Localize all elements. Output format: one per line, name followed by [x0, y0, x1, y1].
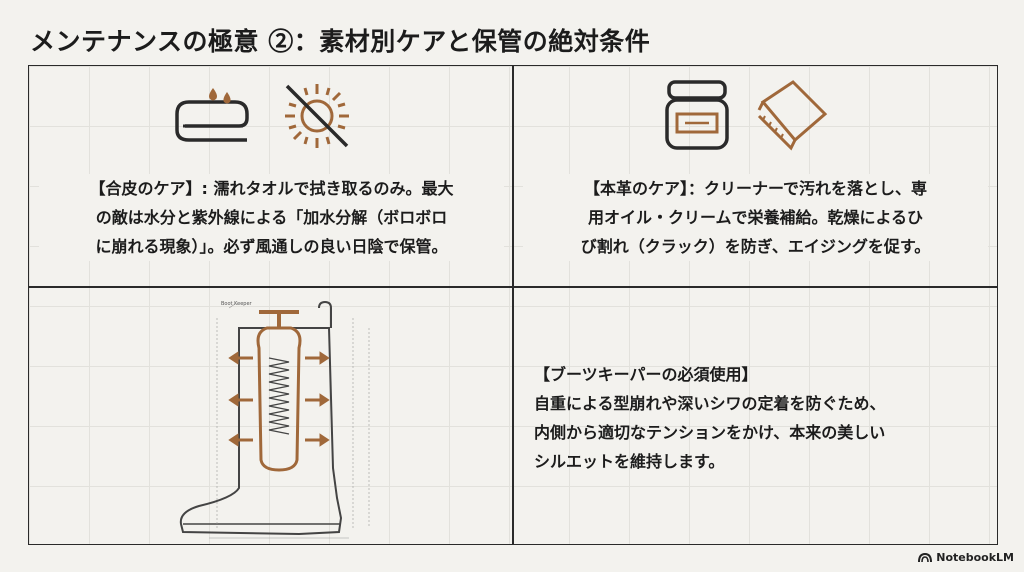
- content-grid: Boot Keeper 【合皮のケア】: 濡れタオルで拭き取るのみ。最大 の敵は…: [28, 65, 998, 545]
- genuine-leather-care-text: 【本革のケア】：クリーナーで汚れを落とし、専 用オイル・クリームで栄養補給。乾燥…: [523, 174, 988, 261]
- logo-text: NotebookLM: [936, 551, 1014, 564]
- diagram-label: Boot Keeper: [221, 301, 253, 307]
- no-sun-icon: [285, 84, 349, 148]
- cream-jar-icon: [665, 80, 729, 150]
- cloth-icon: [757, 80, 828, 151]
- notebooklm-logo: NotebookLM: [918, 551, 1014, 564]
- grid-divider-horizontal: [29, 286, 997, 288]
- synthetic-leather-care-text: 【合皮のケア】: 濡れタオルで拭き取るのみ。最大 の敵は水分と紫外線による「加水…: [39, 174, 504, 261]
- page-title: メンテナンスの極意 ②：素材別ケアと保管の絶対条件: [30, 27, 651, 56]
- grid-divider-vertical: [512, 66, 514, 544]
- boot-keeper-diagram: Boot Keeper: [179, 300, 370, 539]
- notebooklm-logo-icon: [918, 552, 933, 562]
- wet-towel-icon: [175, 88, 249, 142]
- boot-keeper-text: 【ブーツキーパーの必須使用】 自重による型崩れや深いシワの定着を防ぐため、 内側…: [534, 365, 886, 471]
